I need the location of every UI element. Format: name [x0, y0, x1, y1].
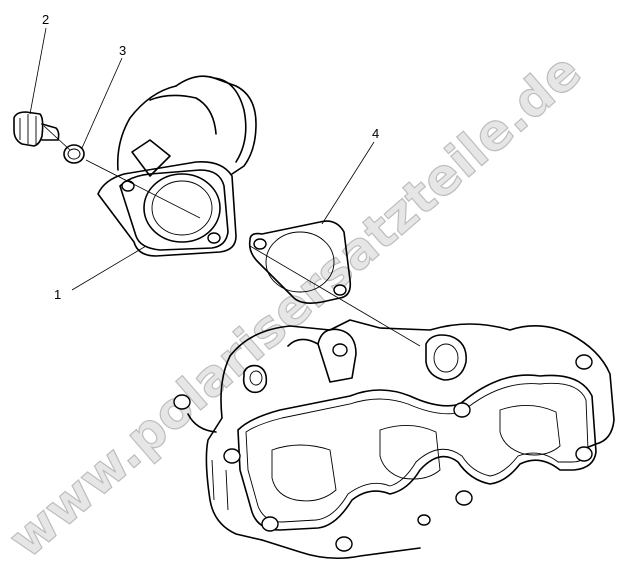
alignment-line	[43, 125, 421, 347]
callouts: 1 2 3 4	[42, 12, 379, 302]
bolt-part[interactable]	[13, 111, 60, 147]
callout-1: 1	[54, 287, 61, 302]
watermark-text: www.polarisersatzteile.de	[0, 42, 592, 569]
elbow-housing-part[interactable]	[97, 75, 257, 257]
cylinder-head-part[interactable]	[173, 319, 615, 560]
leader-2	[29, 27, 47, 115]
leader-4	[321, 141, 375, 225]
watermark: www.polarisersatzteile.de	[0, 41, 592, 569]
leader-3	[81, 57, 123, 149]
callout-2: 2	[42, 12, 49, 27]
leader-1	[71, 245, 147, 291]
callout-3: 3	[119, 43, 126, 58]
callout-4: 4	[372, 126, 379, 141]
gasket-part[interactable]	[248, 220, 352, 304]
leader-lines	[29, 27, 375, 291]
o-ring-part[interactable]	[63, 144, 85, 164]
